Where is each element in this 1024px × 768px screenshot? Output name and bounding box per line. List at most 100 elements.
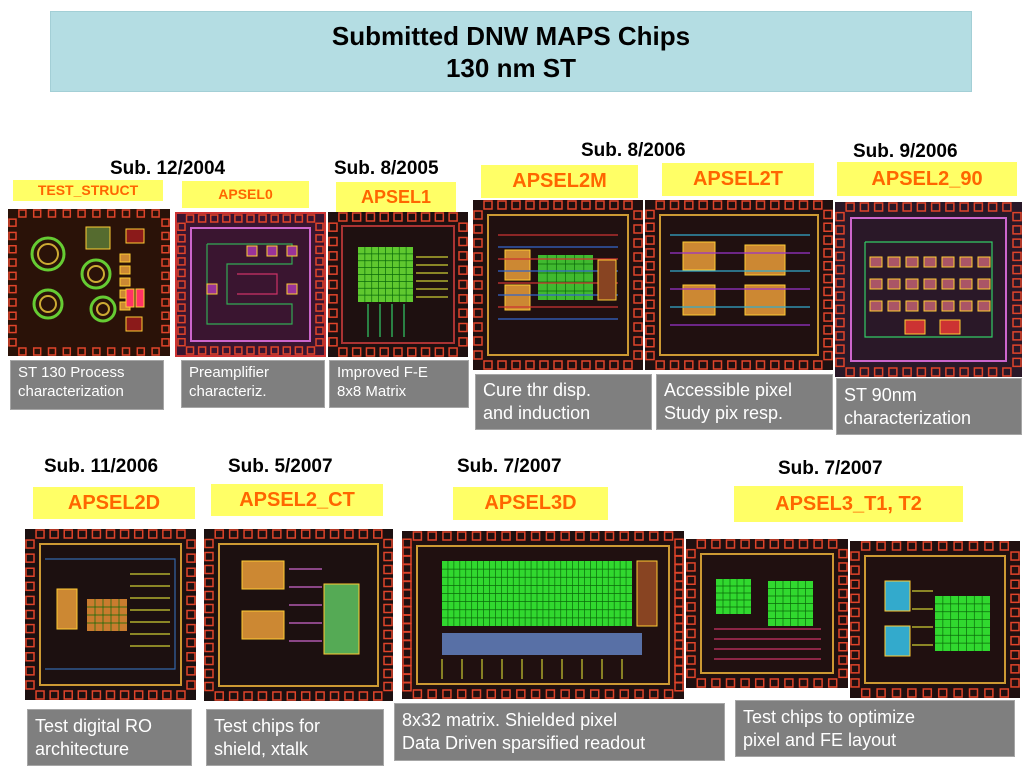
bond-pad [434,347,445,357]
test-structure [87,265,105,283]
bond-pad [148,690,158,700]
bond-pad [456,531,467,541]
bond-pad [258,346,267,355]
bond-pad [813,539,823,549]
chip-layout-apsel3d [402,531,684,699]
circuit-block [905,300,919,312]
bond-pad [383,551,393,562]
circuit-block [85,226,111,250]
bond-pad [373,691,383,701]
guard-ring [341,225,455,344]
bond-pad [813,678,823,688]
bond-pad [959,367,969,377]
bond-pad [589,531,600,541]
bond-pad [49,529,59,539]
circuit-block [884,580,911,612]
circuit-block [869,256,883,268]
bond-pad [402,589,412,599]
bond-pad [686,615,696,625]
bond-pad [402,606,412,616]
chip-name-label: APSEL2_CT [211,484,383,516]
bond-pad [633,336,643,346]
bond-pad [8,311,17,320]
bond-pad [119,529,130,539]
bond-pad [604,689,615,699]
chip-layout-apsel2t [645,200,833,370]
bond-pad [850,664,860,674]
bond-pad [1010,635,1020,646]
circuit-block [923,256,937,268]
bond-pad [907,688,917,698]
bond-pad [1010,664,1020,674]
bond-pad [823,261,833,271]
bond-pad [286,529,297,539]
circuit-block [119,277,131,287]
bond-pad [937,688,948,698]
bond-pad [329,529,340,539]
bond-pad [402,597,412,608]
bond-pad [674,656,684,667]
chip-name-label: APSEL2M [481,165,638,198]
bond-pad [177,280,186,289]
bond-pad [530,531,541,541]
bond-pad [553,200,563,210]
bond-pad [383,590,393,601]
bond-pad [77,529,88,539]
bond-pad [315,268,324,278]
bond-pad [876,688,886,698]
bond-pad [497,200,507,210]
chip-layout-apsel0 [175,212,326,357]
bond-pad [257,691,268,701]
bond-pad [741,360,751,370]
bond-pad [891,688,902,698]
bond-pad [458,308,468,318]
bond-pad [383,616,393,627]
bond-pad [838,588,848,599]
bond-pad [176,690,186,700]
bond-pad [402,614,412,624]
bond-pad [121,347,131,356]
bond-pad [674,614,684,624]
bond-pad [850,650,860,660]
bond-pad [8,324,17,334]
circuit-block [119,265,131,275]
bond-pad [696,539,707,549]
circuit-block [636,560,658,627]
bond-pad [686,548,696,559]
bond-pad [186,581,196,592]
bond-pad [306,214,316,223]
bond-pad [473,266,483,276]
circuit-block [977,256,991,268]
bond-pad [581,200,591,210]
bond-pad [177,257,186,266]
bond-pad [595,360,605,370]
bond-pad [379,347,389,357]
bond-pad [412,689,423,699]
bond-pad [197,346,207,355]
bond-pad [686,655,696,665]
bond-pad [645,222,655,232]
bond-pad [258,214,267,223]
bond-pad [471,531,482,541]
bond-pad [873,202,884,212]
bond-pad [545,531,556,541]
description-line: Accessible pixel [664,380,793,400]
bond-pad [930,367,941,377]
bond-pad [725,678,736,688]
bond-pad [916,202,927,212]
bond-pad [674,563,684,574]
bond-pad [1010,551,1020,561]
bond-pad [402,673,412,684]
bond-pad [402,546,412,557]
bond-pad [835,331,845,341]
bond-pad [177,245,186,255]
bond-pad [684,200,694,210]
description-line: characterization [18,382,124,400]
bond-pad [850,635,860,646]
chip-layout-apsel1 [328,212,468,357]
bond-pad [315,691,325,701]
bond-pad [442,689,452,699]
bond-pad [315,314,324,324]
test-structure [39,295,57,313]
bond-pad [645,235,655,245]
